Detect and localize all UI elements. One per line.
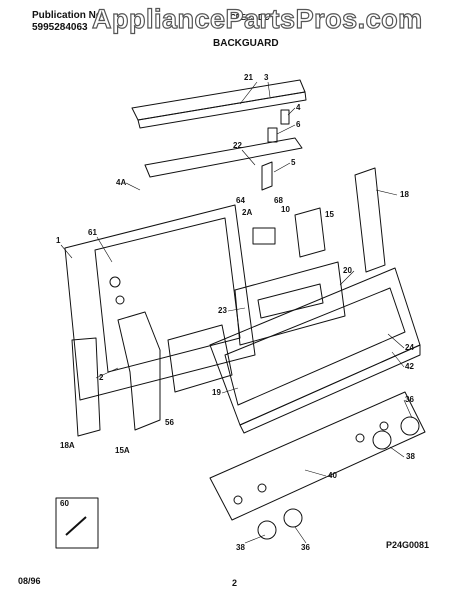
bracket — [280, 109, 290, 125]
callout-10: 10 — [281, 205, 290, 214]
callout-22: 22 — [233, 141, 242, 150]
callout-60: 60 — [60, 499, 69, 508]
callout-24: 24 — [405, 343, 414, 352]
callout-4: 4 — [296, 103, 301, 112]
bracket-15 — [294, 207, 326, 258]
callout-4A: 4A — [116, 178, 126, 187]
callout-2A: 2A — [242, 208, 252, 217]
panel-hole — [109, 276, 121, 288]
callout-64: 64 — [236, 196, 245, 205]
callout-61: 61 — [88, 228, 97, 237]
knob — [400, 416, 420, 436]
callout-38: 38 — [406, 452, 415, 461]
callout-1: 1 — [56, 236, 61, 245]
callout-3: 3 — [264, 73, 269, 82]
footer-date: 08/96 — [18, 576, 41, 586]
callout-15A: 15A — [115, 446, 130, 455]
callout-19: 19 — [212, 388, 221, 397]
publication-label: Publication No. — [32, 10, 105, 21]
backguard-panel — [64, 204, 256, 401]
model-number: CFEF3-DC — [230, 13, 270, 22]
heat-shield — [167, 324, 233, 393]
trim-42 — [239, 344, 421, 434]
knob — [257, 520, 277, 540]
callout-6: 6 — [296, 120, 301, 129]
callout-18A: 18A — [60, 441, 75, 450]
knob — [283, 508, 303, 528]
side-bracket — [117, 311, 161, 431]
callout-36b: 36 — [301, 543, 310, 552]
callout-23: 23 — [218, 306, 227, 315]
publication-number: 5995284063 — [32, 22, 88, 33]
footer-page: 2 — [232, 578, 238, 588]
end-cap-18A — [71, 337, 101, 437]
callout-2: 2 — [99, 373, 104, 382]
switch — [252, 227, 276, 245]
callout-18: 18 — [400, 190, 409, 199]
screw — [65, 516, 87, 536]
callout-5: 5 — [291, 158, 296, 167]
control-module — [234, 261, 346, 346]
watermark: AppliancePartsPros.com — [91, 3, 423, 34]
callout-20: 20 — [343, 266, 352, 275]
callout-40: 40 — [328, 471, 337, 480]
screw-box — [55, 497, 99, 549]
callout-21: 21 — [244, 73, 253, 82]
knob — [372, 430, 392, 450]
clip — [261, 161, 273, 191]
callout-15: 15 — [325, 210, 334, 219]
knob-panel — [209, 391, 426, 521]
figure-code: P24G0081 — [386, 540, 430, 550]
callout-36: 36 — [405, 395, 414, 404]
callout-38b: 38 — [236, 543, 245, 552]
callout-56: 56 — [165, 418, 174, 427]
end-cap-18 — [354, 167, 386, 273]
top-rail — [144, 137, 303, 178]
trim-strip — [131, 79, 306, 121]
spacer — [267, 127, 278, 143]
callout-42: 42 — [405, 362, 414, 371]
section-title: BACKGUARD — [213, 38, 279, 49]
callout-68: 68 — [274, 196, 283, 205]
